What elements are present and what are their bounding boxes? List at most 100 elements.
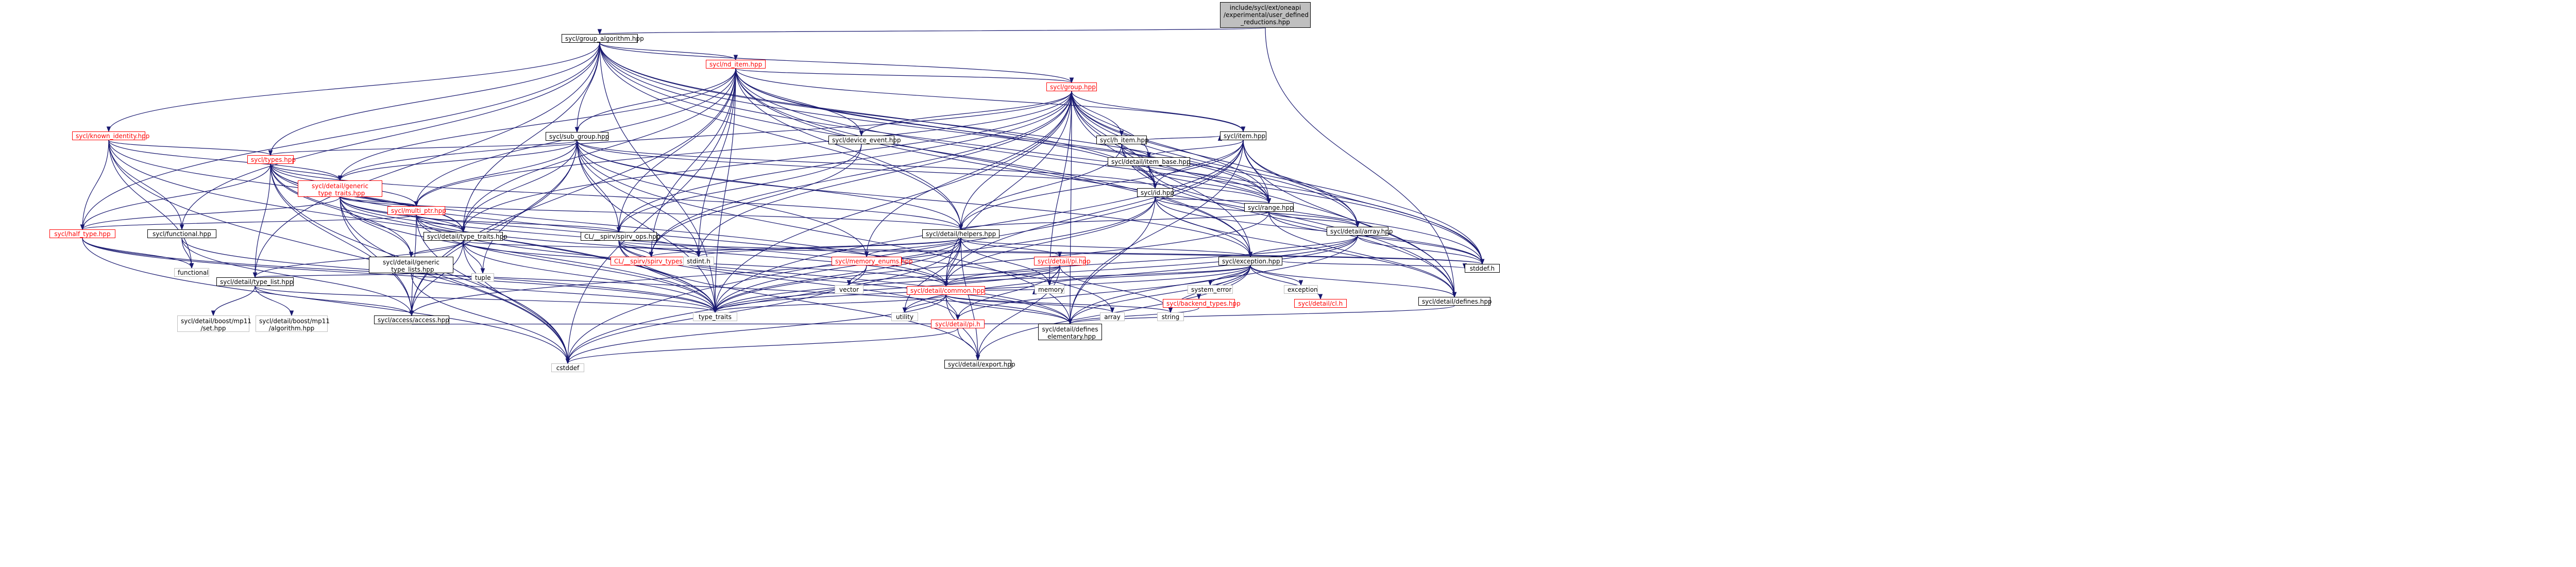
node-item-base[interactable]: sycl/detail/item_base.hpp bbox=[1108, 157, 1190, 166]
node-known-identity[interactable]: sycl/known_identity.hpp bbox=[72, 131, 149, 140]
node-functional[interactable]: sycl/functional.hpp bbox=[147, 229, 216, 238]
node-label-line: _reductions.hpp bbox=[1241, 19, 1290, 26]
node-half-type[interactable]: sycl/half_type.hpp bbox=[49, 229, 115, 238]
node-label-line: string bbox=[1161, 313, 1180, 321]
node-type-list[interactable]: sycl/detail/type_list.hpp bbox=[216, 277, 294, 286]
node-stdint-h[interactable]: stdint.h bbox=[683, 257, 714, 265]
node-access[interactable]: sycl/access/access.hpp bbox=[374, 315, 449, 324]
node-system-error[interactable]: system_error bbox=[1188, 285, 1233, 294]
edge-helpers-to-memory_enums bbox=[866, 238, 961, 257]
node-utility[interactable]: utility bbox=[891, 312, 918, 321]
node-sub-group[interactable]: sycl/sub_group.hpp bbox=[546, 132, 609, 141]
edge-nd_item-to-spirv_types bbox=[651, 68, 736, 257]
edge-helpers-to-type_traits bbox=[715, 238, 961, 313]
edge-nd_item-to-spirv_ops bbox=[618, 68, 736, 232]
edge-h_item-to-item bbox=[1146, 135, 1221, 141]
node-common[interactable]: sycl/detail/common.hpp bbox=[907, 286, 985, 295]
node-pi-h[interactable]: sycl/detail/pi.h bbox=[931, 320, 985, 328]
node-tuple[interactable]: tuple bbox=[471, 273, 494, 282]
node-memory-enums[interactable]: sycl/memory_enums.hpp bbox=[832, 257, 913, 265]
edge-device_event-to-spirv_ops bbox=[618, 144, 862, 232]
node-defines-elementary[interactable]: sycl/detail/defines_elementary.hpp bbox=[1038, 324, 1102, 340]
node-range[interactable]: sycl/range.hpp bbox=[1244, 203, 1294, 212]
node-group-algorithm[interactable]: sycl/group_algorithm.hpp bbox=[562, 34, 644, 43]
edge-defines-to-defines_elementary bbox=[1070, 305, 1455, 324]
edge-types-to-access bbox=[270, 163, 412, 316]
node-types[interactable]: sycl/types.hpp bbox=[247, 155, 296, 164]
edge-multi_ptr-to-type_traits_detail bbox=[416, 214, 464, 232]
node-group[interactable]: sycl/group.hpp bbox=[1046, 82, 1097, 91]
node-boost-set[interactable]: sycl/detail/boost/mp11/set.hpp bbox=[177, 315, 251, 332]
node-label-line: sycl/memory_enums.hpp bbox=[835, 258, 913, 265]
node-cl-h[interactable]: sycl/detail/cl.h bbox=[1294, 299, 1347, 308]
node-device-event[interactable]: sycl/device_event.hpp bbox=[828, 136, 901, 144]
node-backend-types[interactable]: sycl/backend_types.hpp bbox=[1163, 299, 1241, 308]
node-stddef-h[interactable]: stddef.h bbox=[1465, 264, 1500, 273]
node-root[interactable]: include/sycl/ext/oneapi/experimental/use… bbox=[1220, 2, 1311, 28]
edge-arrowhead bbox=[846, 280, 852, 286]
node-nd-item[interactable]: sycl/nd_item.hpp bbox=[706, 60, 766, 69]
edge-nd_item-to-defines bbox=[735, 68, 1455, 297]
edge-arrowhead bbox=[179, 224, 184, 230]
edge-arrowhead bbox=[1266, 198, 1272, 204]
edge-spirv_ops-to-pi_h bbox=[618, 240, 958, 320]
edge-helpers-to-pi_hpp bbox=[960, 238, 1060, 257]
node-type-traits-detail[interactable]: sycl/detail/type_traits.hpp bbox=[423, 232, 507, 241]
node-label-line: sycl/sub_group.hpp bbox=[549, 133, 609, 140]
edge-arrowhead bbox=[1057, 252, 1062, 258]
edge-arrowhead bbox=[696, 252, 701, 258]
edge-nd_item-to-range bbox=[735, 68, 1269, 204]
node-label-line: sycl/detail/generic bbox=[312, 182, 368, 190]
node-boost-algorithm[interactable]: sycl/detail/boost/mp11/algorithm.hpp bbox=[256, 315, 330, 332]
node-array-std[interactable]: array bbox=[1100, 312, 1125, 321]
edge-type_traits_detail-to-type_traits bbox=[463, 240, 716, 313]
edge-nd_item-to-helpers bbox=[735, 68, 961, 230]
node-label-line: sycl/multi_ptr.hpp bbox=[391, 207, 446, 214]
node-cstddef[interactable]: cstddef bbox=[551, 363, 584, 372]
edge-exception-to-exception_std bbox=[1250, 265, 1301, 286]
edge-nd_item-to-device_event bbox=[735, 68, 862, 136]
edge-arrowhead bbox=[1069, 77, 1074, 84]
edge-array-to-common bbox=[945, 235, 1358, 287]
node-type-traits[interactable]: type_traits bbox=[693, 312, 737, 321]
node-spirv-types[interactable]: CL/__spirv/spirv_types.hpp bbox=[611, 257, 696, 265]
node-h-item[interactable]: sycl/h_item.hpp bbox=[1096, 136, 1149, 144]
edge-sub_group-to-generic_type_traits bbox=[340, 140, 578, 181]
node-array[interactable]: sycl/detail/array.hpp bbox=[1327, 227, 1393, 236]
node-label-line: include/sycl/ext/oneapi bbox=[1229, 4, 1301, 11]
edge-group-to-item_base bbox=[1071, 91, 1149, 158]
edge-sub_group-to-stdint_h bbox=[577, 140, 699, 257]
node-functional-std[interactable]: functional bbox=[174, 268, 209, 277]
node-spirv-ops[interactable]: CL/__spirv/spirv_ops.hpp bbox=[581, 232, 660, 241]
edge-item_base-to-range bbox=[1148, 165, 1269, 204]
node-memory[interactable]: memory bbox=[1035, 285, 1064, 294]
edge-item-to-array bbox=[1243, 140, 1358, 227]
node-generic-type-lists[interactable]: sycl/detail/generic_type_lists.hpp bbox=[369, 257, 453, 273]
edge-half_type-to-cstddef bbox=[82, 238, 568, 364]
node-exception-std[interactable]: exception bbox=[1284, 285, 1318, 294]
edge-group-to-common bbox=[945, 91, 1072, 287]
edge-range-to-defines bbox=[1268, 211, 1455, 297]
node-export[interactable]: sycl/detail/export.hpp bbox=[944, 360, 1015, 369]
edge-arrowhead bbox=[649, 252, 654, 258]
edge-functional-to-type_traits bbox=[181, 238, 716, 313]
edge-common-to-type_traits bbox=[715, 294, 946, 313]
node-label-line: sycl/half_type.hpp bbox=[54, 230, 111, 238]
node-id[interactable]: sycl/id.hpp bbox=[1137, 188, 1174, 197]
edge-item-to-stddef_h bbox=[1243, 140, 1483, 264]
edge-arrowhead bbox=[106, 126, 111, 132]
node-multi-ptr[interactable]: sycl/multi_ptr.hpp bbox=[387, 206, 446, 215]
edge-group_algorithm-to-helpers bbox=[599, 42, 961, 230]
node-generic-type-traits[interactable]: sycl/detail/generic_type_traits.hpp bbox=[298, 180, 382, 197]
edge-exception-to-pi_h bbox=[957, 265, 1251, 320]
node-pi-hpp[interactable]: sycl/detail/pi.hpp bbox=[1034, 257, 1091, 265]
edge-group-to-stddef_h bbox=[1071, 91, 1483, 264]
node-helpers[interactable]: sycl/detail/helpers.hpp bbox=[922, 229, 999, 238]
node-exception[interactable]: sycl/exception.hpp bbox=[1218, 257, 1282, 265]
node-defines[interactable]: sycl/detail/defines.hpp bbox=[1418, 297, 1492, 306]
node-string[interactable]: string bbox=[1157, 312, 1184, 321]
node-label-line: sycl/detail/type_traits.hpp bbox=[427, 233, 507, 240]
node-item[interactable]: sycl/item.hpp bbox=[1220, 131, 1266, 140]
edge-arrowhead bbox=[461, 227, 466, 233]
node-vector[interactable]: vector bbox=[835, 285, 863, 294]
